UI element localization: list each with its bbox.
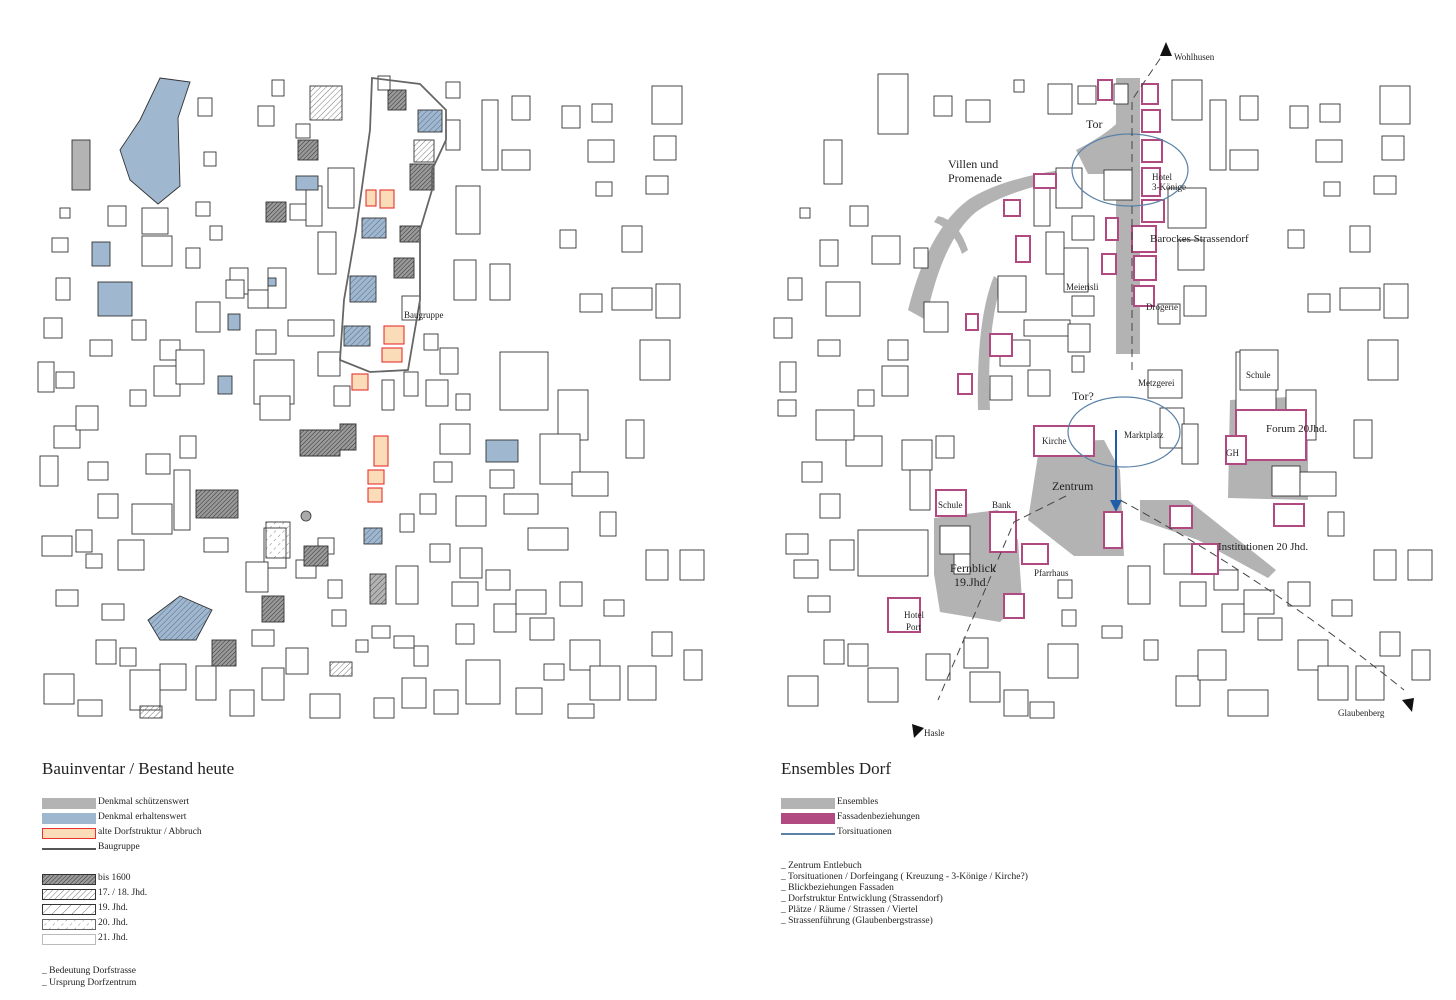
label-villen-2: Promenade [948, 171, 1002, 185]
label-barock: Barockes Strassendorf [1150, 233, 1249, 245]
label-drogerie: Drogerie [1146, 302, 1178, 312]
facade-relations [887, 79, 1307, 633]
left-legend-periods: bis 1600 17. / 18. Jhd. 19. Jhd. 20. Jhd… [42, 873, 342, 950]
right-note: _ Plätze / Räume / Strassen / Viertel [781, 905, 918, 915]
label-gh: GH [1226, 448, 1239, 458]
legend-label: Ensembles [837, 797, 879, 807]
label-kirche: Kirche [1042, 436, 1067, 446]
tor-ellipses [1067, 133, 1189, 468]
swatch-baugruppe [42, 848, 96, 850]
right-note: _ Torsituationen / Dorfeingang ( Kreuzun… [781, 872, 1028, 882]
legend-label: 17. / 18. Jhd. [98, 888, 148, 898]
label-pfarrhaus: Pfarrhaus [1034, 568, 1069, 578]
arrow-wohlhusen-icon [1160, 42, 1172, 56]
swatch-erhaltenswert [42, 813, 96, 824]
right-note: _ Blickbeziehungen Fassaden [781, 883, 894, 893]
swatch-19-jhd [42, 904, 96, 915]
legend-label: Denkmal erhaltenswert [98, 812, 187, 822]
label-marktplatz: Marktplatz [1124, 430, 1164, 440]
demolition-buildings [351, 189, 405, 503]
label-forum: Forum 20Jhd. [1266, 423, 1327, 435]
label-bank: Bank [992, 500, 1011, 510]
ensembles-map: Wohlhusen Hasle Glaubenberg Tor Villen u… [773, 42, 1433, 738]
legend-label: 20. Jhd. [98, 918, 128, 928]
label-villen-1: Villen und [948, 157, 998, 171]
label-hasle: Hasle [924, 728, 945, 738]
right-legend: Ensembles Fassadenbeziehungen Torsituati… [781, 797, 1081, 842]
view-arrow-icon [1110, 500, 1122, 512]
left-note: _ Bedeutung Dorfstrasse [42, 966, 136, 976]
legend-label: Denkmal schützenswert [98, 797, 190, 807]
label-schule-top: Schule [1246, 370, 1271, 380]
label-schule-left: Schule [938, 500, 963, 510]
swatch-schuetzenswert [42, 798, 96, 809]
legend-label: 19. Jhd. [98, 903, 128, 913]
view-arrow [1110, 430, 1122, 512]
swatch-fassaden [781, 813, 835, 824]
label-hotel-2: 3-Könige [1152, 182, 1186, 192]
arrow-hasle-icon [912, 724, 924, 738]
label-institutionen: Institutionen 20 Jhd. [1218, 541, 1308, 553]
label-hotel-1: Hotel [1152, 172, 1172, 182]
right-note: _ Strassenführung (Glaubenbergstrasse) [781, 916, 933, 926]
route-lines [937, 49, 1405, 701]
swatch-abbruch [42, 828, 96, 839]
label-zentrum: Zentrum [1052, 479, 1094, 493]
building-inventory-map: Baugruppe [37, 75, 705, 719]
swatch-17-18-jhd [42, 889, 96, 900]
baugruppe-label: Baugruppe [404, 310, 444, 320]
label-hotelport-1: Hotel [904, 610, 924, 620]
label-glaubenberg: Glaubenberg [1338, 708, 1385, 718]
swatch-ensembles [781, 798, 835, 809]
swatch-20-jhd [42, 919, 96, 930]
legend-label: bis 1600 [98, 873, 131, 883]
tor-ellipse-market [1067, 396, 1181, 468]
legend-label: Baugruppe [98, 842, 140, 852]
left-note: _ Ursprung Dorfzentrum [42, 978, 137, 988]
legend-label: 21. Jhd. [98, 933, 128, 943]
tor-ellipse-top [1071, 133, 1189, 207]
label-metzgerei: Metzgerei [1138, 378, 1175, 388]
route-arrows [912, 42, 1414, 738]
right-note: _ Dorfstruktur Entwicklung (Strassendorf… [781, 894, 943, 904]
left-panel-title: Bauinventar / Bestand heute [42, 759, 235, 778]
label-meierisli: Meierisli [1066, 282, 1099, 292]
swatch-21-jhd [42, 934, 96, 945]
arrow-glaubenberg-icon [1402, 698, 1414, 712]
right-panel-title: Ensembles Dorf [781, 759, 892, 778]
baugruppe-outline [339, 76, 447, 373]
fountain-icon [300, 510, 312, 522]
swatch-torsituationen [781, 833, 835, 835]
right-map-labels: Wohlhusen Hasle Glaubenberg Tor Villen u… [904, 52, 1385, 738]
label-tor-question: Tor? [1072, 389, 1094, 403]
label-hotelport-2: Port [906, 622, 922, 632]
protected-grey-buildings [71, 85, 435, 719]
right-note: _ Zentrum Entlebuch [781, 861, 862, 871]
legend-label: Fassadenbeziehungen [837, 812, 920, 822]
right-plain-buildings [773, 73, 1433, 719]
left-legend-categories: Denkmal schützenswert Denkmal erhaltensw… [42, 797, 342, 858]
label-fernblick-1: Fernblick [950, 561, 996, 575]
swatch-bis-1600 [42, 874, 96, 885]
legend-label: Torsituationen [837, 827, 892, 837]
legend-label: alte Dorfstruktur / Abbruch [98, 827, 202, 837]
label-fernblick-2: 19.Jhd. [954, 575, 989, 589]
preserved-blue-buildings [91, 77, 519, 641]
label-tor: Tor [1086, 117, 1103, 131]
plain-buildings [37, 75, 705, 719]
label-wohlhusen: Wohlhusen [1174, 52, 1215, 62]
